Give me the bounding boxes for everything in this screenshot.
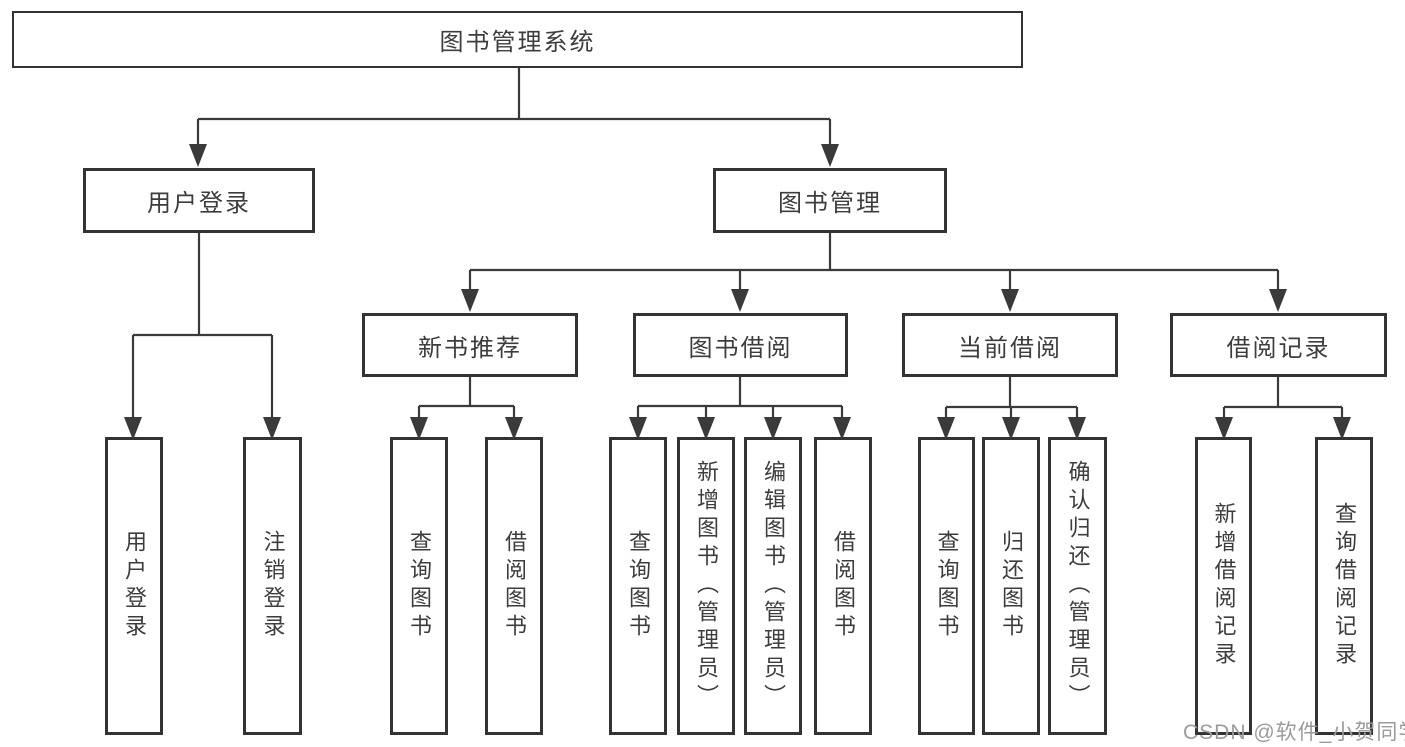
leaf-return-books: 归还图书: [982, 437, 1040, 735]
node-user-login: 用户登录: [83, 168, 315, 233]
leaf-query-books-current-label: 查询图书: [934, 530, 960, 642]
leaf-add-borrow-record: 新增借阅记录: [1195, 437, 1252, 735]
leaf-query-books-recommend-label: 查询图书: [407, 530, 432, 642]
connector-book-management-to-level3: [461, 233, 1287, 312]
leaf-query-borrow-record: 查询借阅记录: [1315, 437, 1373, 735]
leaf-user-login-label: 用户登录: [122, 530, 147, 642]
connector-borrowing-records-to-leaves: [1215, 377, 1351, 440]
leaf-borrow-books-borrowing: 借阅图书: [814, 437, 872, 735]
node-new-book-recommend: 新书推荐: [362, 313, 578, 377]
leaf-add-books-admin-label: 新增图书（管理员）: [694, 460, 719, 712]
leaf-user-login: 用户登录: [105, 437, 163, 735]
connector-user-login-to-leaves: [124, 233, 281, 440]
leaf-query-books-borrowing: 查询图书: [609, 437, 667, 735]
leaf-borrow-books-recommend-label: 借阅图书: [502, 530, 527, 642]
leaf-query-books-recommend: 查询图书: [390, 437, 448, 735]
leaf-logout: 注销登录: [243, 437, 302, 735]
leaf-logout-label: 注销登录: [260, 530, 286, 642]
node-root: 图书管理系统: [12, 11, 1023, 68]
node-borrowing-records: 借阅记录: [1170, 313, 1387, 377]
leaf-edit-books-admin: 编辑图书（管理员）: [744, 437, 802, 735]
node-book-management: 图书管理: [713, 168, 947, 233]
watermark-text: CSDN @软件_小贺同学: [1183, 721, 1405, 744]
leaf-borrow-books-recommend: 借阅图书: [485, 437, 543, 735]
connector-new-book-recommend-to-leaves: [410, 377, 523, 440]
node-book-borrowing: 图书借阅: [633, 313, 848, 377]
leaf-query-borrow-record-label: 查询借阅记录: [1332, 502, 1357, 670]
leaf-borrow-books-borrowing-label: 借阅图书: [831, 530, 856, 642]
leaf-edit-books-admin-label: 编辑图书（管理员）: [761, 460, 786, 712]
node-current-borrowing: 当前借阅: [902, 313, 1118, 377]
leaf-return-books-label: 归还图书: [999, 530, 1024, 642]
leaf-add-borrow-record-label: 新增借阅记录: [1211, 502, 1237, 670]
leaf-confirm-return-admin: 确认归还（管理员）: [1048, 437, 1107, 735]
connector-book-borrowing-to-leaves: [629, 377, 851, 440]
connector-current-borrowing-to-leaves: [937, 377, 1086, 440]
leaf-query-books-borrowing-label: 查询图书: [626, 530, 651, 642]
leaf-add-books-admin: 新增图书（管理员）: [677, 437, 735, 735]
leaf-confirm-return-admin-label: 确认归还（管理员）: [1065, 460, 1091, 712]
connector-root-to-level2: [189, 68, 839, 167]
leaf-query-books-current: 查询图书: [918, 437, 975, 735]
